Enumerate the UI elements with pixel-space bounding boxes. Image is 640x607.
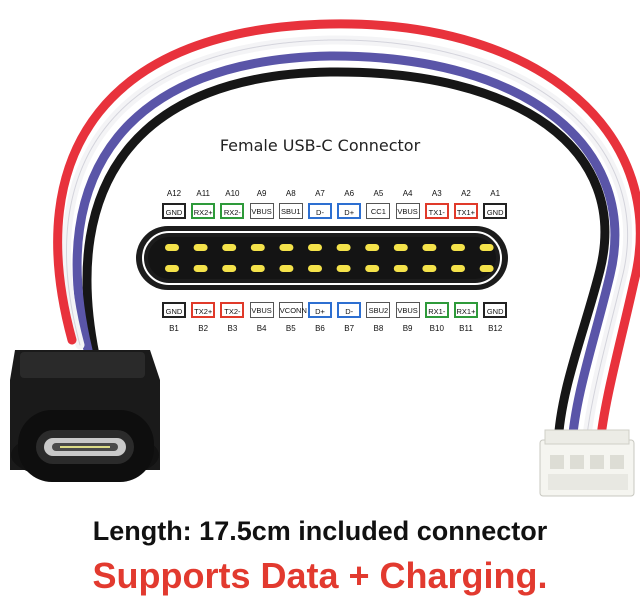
pin-contact bbox=[165, 244, 179, 251]
pin-number: A2 bbox=[461, 189, 471, 198]
pin-number: B5 bbox=[285, 324, 296, 333]
connector-title: Female USB-C Connector bbox=[219, 136, 421, 155]
pin-signal-label: TX2- bbox=[220, 302, 245, 318]
pin-contact bbox=[193, 265, 208, 272]
pin-number: A9 bbox=[256, 189, 267, 198]
pin-contact bbox=[451, 244, 465, 251]
pin-number: B9 bbox=[402, 324, 413, 333]
pin-contact bbox=[222, 265, 237, 272]
black-wire bbox=[82, 67, 610, 450]
white-jst-receptacle bbox=[539, 429, 635, 497]
pin-contact bbox=[250, 244, 265, 251]
pin-contact bbox=[393, 265, 408, 272]
pin-contact bbox=[193, 244, 208, 251]
pin-number: B3 bbox=[227, 324, 238, 333]
pin-number: B12 bbox=[488, 324, 503, 333]
pin-signal-label: GND bbox=[483, 302, 508, 318]
pin-number: B10 bbox=[429, 324, 444, 333]
pin-contact bbox=[308, 244, 322, 251]
pin-contact bbox=[365, 244, 380, 251]
pin-signal-label: RX2- bbox=[220, 203, 245, 219]
pin-contact bbox=[479, 244, 494, 251]
blue-wire bbox=[72, 51, 620, 450]
pin-signal-label: D+ bbox=[337, 203, 362, 219]
pin-signal-label: TX1+ bbox=[454, 203, 478, 219]
pin-number: B2 bbox=[198, 324, 209, 333]
pin-signal-label: VBUS bbox=[395, 203, 420, 219]
pin-signal-label: TX2+ bbox=[191, 302, 216, 318]
pin-contact bbox=[279, 265, 294, 272]
pin-signal-label: VBUS bbox=[249, 203, 274, 219]
pin-signal-label: D+ bbox=[308, 302, 332, 318]
pin-signal-label: SBU2 bbox=[366, 302, 391, 318]
pin-signal-label: RX1+ bbox=[454, 302, 478, 318]
pin-signal-label: VBUS bbox=[395, 302, 420, 318]
pin-number: A11 bbox=[196, 189, 210, 198]
pin-number: B1 bbox=[169, 324, 179, 333]
pin-number: B8 bbox=[373, 324, 384, 333]
pin-number: B4 bbox=[256, 324, 267, 333]
pin-contact bbox=[422, 244, 437, 251]
pin-signal-label: D- bbox=[308, 203, 332, 219]
pin-contact bbox=[165, 265, 179, 272]
pin-contact bbox=[393, 244, 408, 251]
pin-number: A3 bbox=[431, 189, 442, 198]
pin-contact bbox=[451, 265, 465, 272]
pin-number: B7 bbox=[344, 324, 355, 333]
pin-number: A7 bbox=[315, 189, 325, 198]
pin-signal-label: GND bbox=[483, 203, 508, 219]
white-wire-outline bbox=[66, 39, 628, 446]
pin-number: A6 bbox=[344, 189, 355, 198]
pin-contact bbox=[222, 244, 237, 251]
pin-signal-label: D- bbox=[337, 302, 362, 318]
pin-signal-label: RX2+ bbox=[191, 203, 216, 219]
pin-contact bbox=[422, 265, 437, 272]
pin-number: A4 bbox=[402, 189, 413, 198]
feature-caption: Supports Data + Charging. bbox=[92, 555, 548, 596]
pin-signal-label: SBU1 bbox=[278, 203, 303, 219]
pin-signal-label: RX1- bbox=[424, 302, 449, 318]
pin-signal-label: GND bbox=[162, 203, 186, 219]
pin-signal-label: VBUS bbox=[249, 302, 274, 318]
pin-contact bbox=[250, 265, 265, 272]
length-caption: Length: 17.5cm included connector bbox=[92, 516, 548, 546]
pin-contact bbox=[308, 265, 322, 272]
pin-contact bbox=[365, 265, 380, 272]
pin-number: A5 bbox=[373, 189, 384, 198]
pin-number: A8 bbox=[285, 189, 296, 198]
red-wire bbox=[53, 19, 640, 450]
pin-number: A10 bbox=[225, 189, 240, 198]
pin-contact bbox=[279, 244, 294, 251]
pin-signal-label: VCONN bbox=[278, 302, 307, 318]
pin-contact bbox=[336, 244, 351, 251]
pin-signal-label: GND bbox=[162, 302, 186, 318]
pin-contact bbox=[479, 265, 494, 272]
usb-c-pin-diagram bbox=[136, 226, 508, 290]
female-usb-c-housing bbox=[10, 350, 160, 482]
pin-signal-label: CC1 bbox=[366, 203, 391, 219]
pin-contact bbox=[336, 265, 351, 272]
pin-number: A1 bbox=[490, 189, 501, 198]
pin-number: B6 bbox=[315, 324, 325, 333]
pin-number: A12 bbox=[166, 189, 182, 198]
pin-signal-label: TX1- bbox=[424, 203, 449, 219]
pin-number: B11 bbox=[459, 324, 473, 333]
